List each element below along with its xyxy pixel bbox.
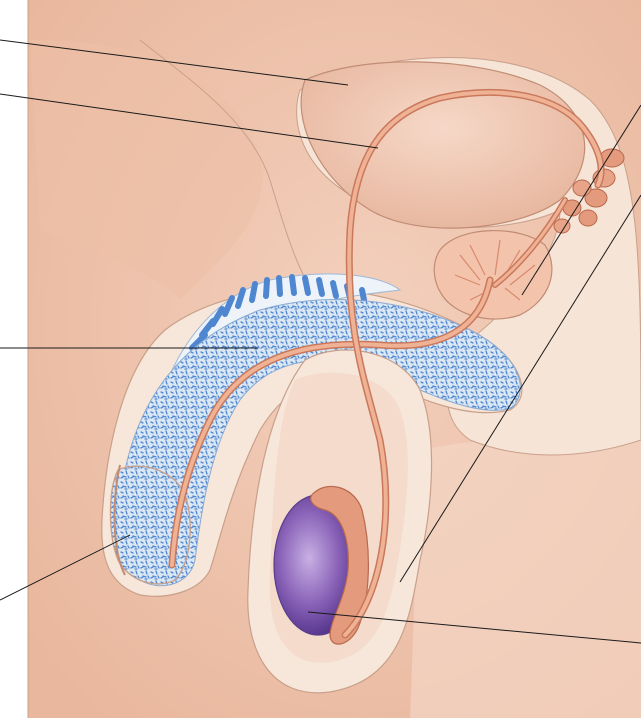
male-reproductive-illustration [0,0,641,718]
anatomy-diagram [0,0,641,718]
